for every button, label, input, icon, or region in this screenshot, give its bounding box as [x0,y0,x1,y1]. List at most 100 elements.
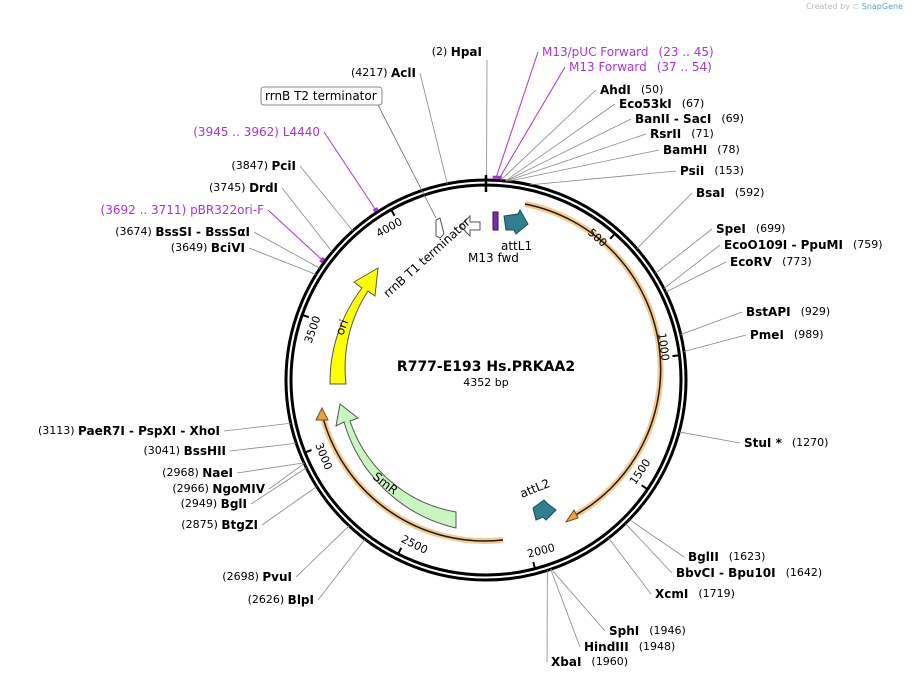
credit-brand: SnapGene [861,2,903,11]
feature-label-attl2: attL2 [518,476,552,501]
site-name: DrdI [249,181,278,195]
plasmid-name: R777-E193 Hs.PRKAA2 [397,359,575,375]
site-leader-line [281,187,333,253]
site-leader-line [506,133,647,182]
site-leader-line [550,569,581,648]
primer-label: (3945 .. 3962) L4440 [193,125,320,139]
site-label-psii: PsiI(153) [680,164,744,178]
orf-arrow-head-right [564,509,579,523]
scale-tick [609,232,617,240]
site-label-bsshii: (3041) BssHII [144,444,226,458]
site-leader-line [636,192,693,249]
site-leader-line [505,118,632,182]
site-leader-line [317,539,366,601]
feature-label-rrnb-t2: rrnB T2 terminator [265,89,377,103]
site-label-rsrii: RsrII(71) [650,127,714,141]
site-label-pvui: (2698) PvuI [222,570,292,584]
site-name: PciI [272,159,297,173]
site-position: (67) [682,97,705,110]
site-name: BglI [221,497,247,511]
orf-arc-right-core [524,203,662,519]
site-name: BssHII [184,444,226,458]
site-position: (2698) [222,570,262,583]
site-position: (1948) [639,640,676,653]
site-name: EcoRV [730,255,773,269]
site-name: SphI [609,624,639,638]
site-leader-line [625,523,673,574]
site-label-spei: SpeI(699) [716,222,785,236]
orf-arrow-head-bottom [315,406,329,421]
site-label-banii: BanII - SacI(69) [635,112,744,126]
site-label-xcmi: XcmI(1719) [655,587,735,601]
site-name: EcoO109I [724,238,787,252]
snapgene-logo-icon: ⊂ [852,2,860,11]
site-name: XbaI [551,655,581,669]
site-position: (592) [735,186,765,199]
primer-leader-line [323,131,377,211]
site-name: BtgZI [221,518,258,532]
site-position: (2949) [181,497,221,510]
site-label-bstapi: BstAPI(929) [746,305,830,319]
site-position: (773) [782,255,812,268]
site-name: HindIII [584,640,629,654]
site-name: BglII [688,550,719,564]
site-position: (2) [432,45,451,58]
site-leader-line [505,103,616,182]
site-name: - SacI [670,112,712,126]
site-leader-line [253,231,321,269]
ori-feature [329,267,379,385]
scale-tick-label: 2000 [526,541,556,561]
site-label-eco53ki: Eco53kI(67) [619,97,704,111]
site-label-acli: (4217) AclI [351,66,416,80]
site-label-xbai: XbaI(1960) [551,655,628,669]
site-label-bbvci: BbvCI - Bpu10I(1642) [676,566,822,580]
site-name: NaeI [202,466,233,480]
site-leader-line [419,72,448,184]
site-leader-line [236,462,305,474]
site-leader-line [629,519,685,558]
site-label-pmei: PmeI(989) [750,328,824,342]
site-position: (78) [717,143,740,156]
primer-mark [372,207,379,213]
site-leader-line [248,247,317,275]
site-label-sphi: SphI(1946) [609,624,686,638]
site-position: (71) [691,127,714,140]
site-position: (929) [801,305,831,318]
smr-feature [335,403,457,529]
site-position: (2875) [181,518,221,531]
site-label-stui: StuI *(1270) [744,436,828,450]
site-position: (3649) [171,241,211,254]
site-position: (3113) [38,424,78,437]
site-name: NgoMIV [212,482,265,496]
attl1-feature [503,208,529,235]
site-name: - Bpu10I [715,566,776,580]
rrnb-t2-label-box [260,86,383,106]
site-leader-line [261,486,317,526]
feature-label-attl1: attL1 [501,239,532,253]
site-name: BbvCI [676,566,715,580]
site-position: (2968) [162,466,202,479]
site-label-bgli: (2949) BglI [181,497,247,511]
site-position: (3674) [115,225,155,238]
scale-tick [396,547,403,556]
site-leader-line [295,525,350,578]
site-leader-line [229,442,297,452]
site-label-ngomiv: (2966) NgoMIV [172,482,265,496]
site-name: AhdI [600,83,631,97]
site-position: (50) [641,83,664,96]
site-name: PsiI [680,164,704,178]
site-name: XcmI [655,587,688,601]
site-leader-line [508,149,660,182]
site-name: BssSI [155,225,192,239]
site-label-ahdi: AhdI (50) [600,83,663,97]
scale-tick [532,561,537,570]
site-leader-line [665,261,727,293]
site-name: BanII [635,112,670,126]
site-name: HpaI [451,45,482,59]
site-label-bcivi: (3649) BciVI [171,241,245,255]
orf-arc-bottom-core [321,413,504,542]
scale-tick [672,354,681,358]
site-label-blpi: (2626) BlpI [248,593,314,607]
site-position: (2966) [172,482,212,495]
site-name: BlpI [288,593,314,607]
